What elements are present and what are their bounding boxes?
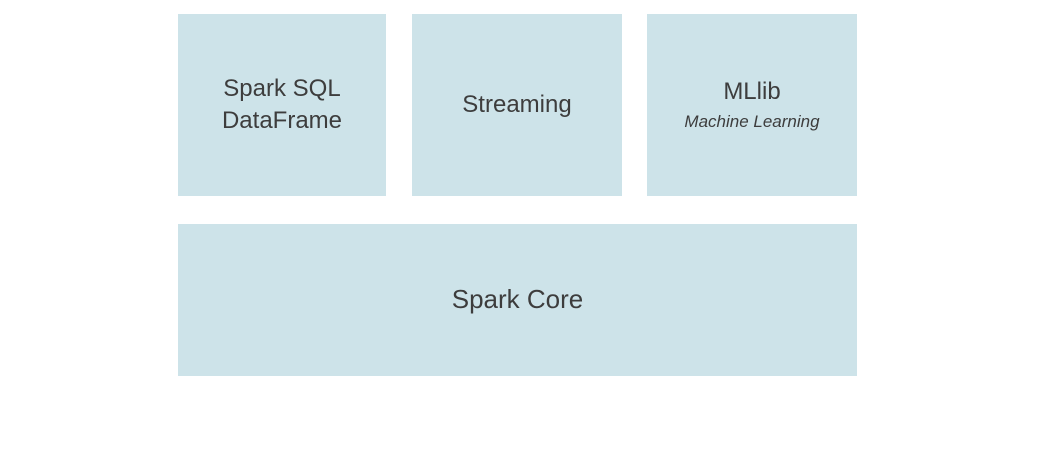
- component-label-streaming: Streaming: [462, 90, 572, 118]
- component-label-spark-core: Spark Core: [451, 284, 584, 315]
- component-box-mllib: MLlib Machine Learning: [647, 14, 857, 196]
- component-box-spark-core: Spark Core: [178, 224, 857, 376]
- component-sublabel-machine-learning: Machine Learning: [684, 112, 820, 132]
- component-label-mllib: MLlib: [723, 77, 781, 105]
- component-label-spark-sql: Spark SQL DataFrame: [221, 74, 343, 134]
- component-box-spark-sql: Spark SQL DataFrame: [178, 14, 386, 196]
- component-box-streaming: Streaming: [412, 14, 622, 196]
